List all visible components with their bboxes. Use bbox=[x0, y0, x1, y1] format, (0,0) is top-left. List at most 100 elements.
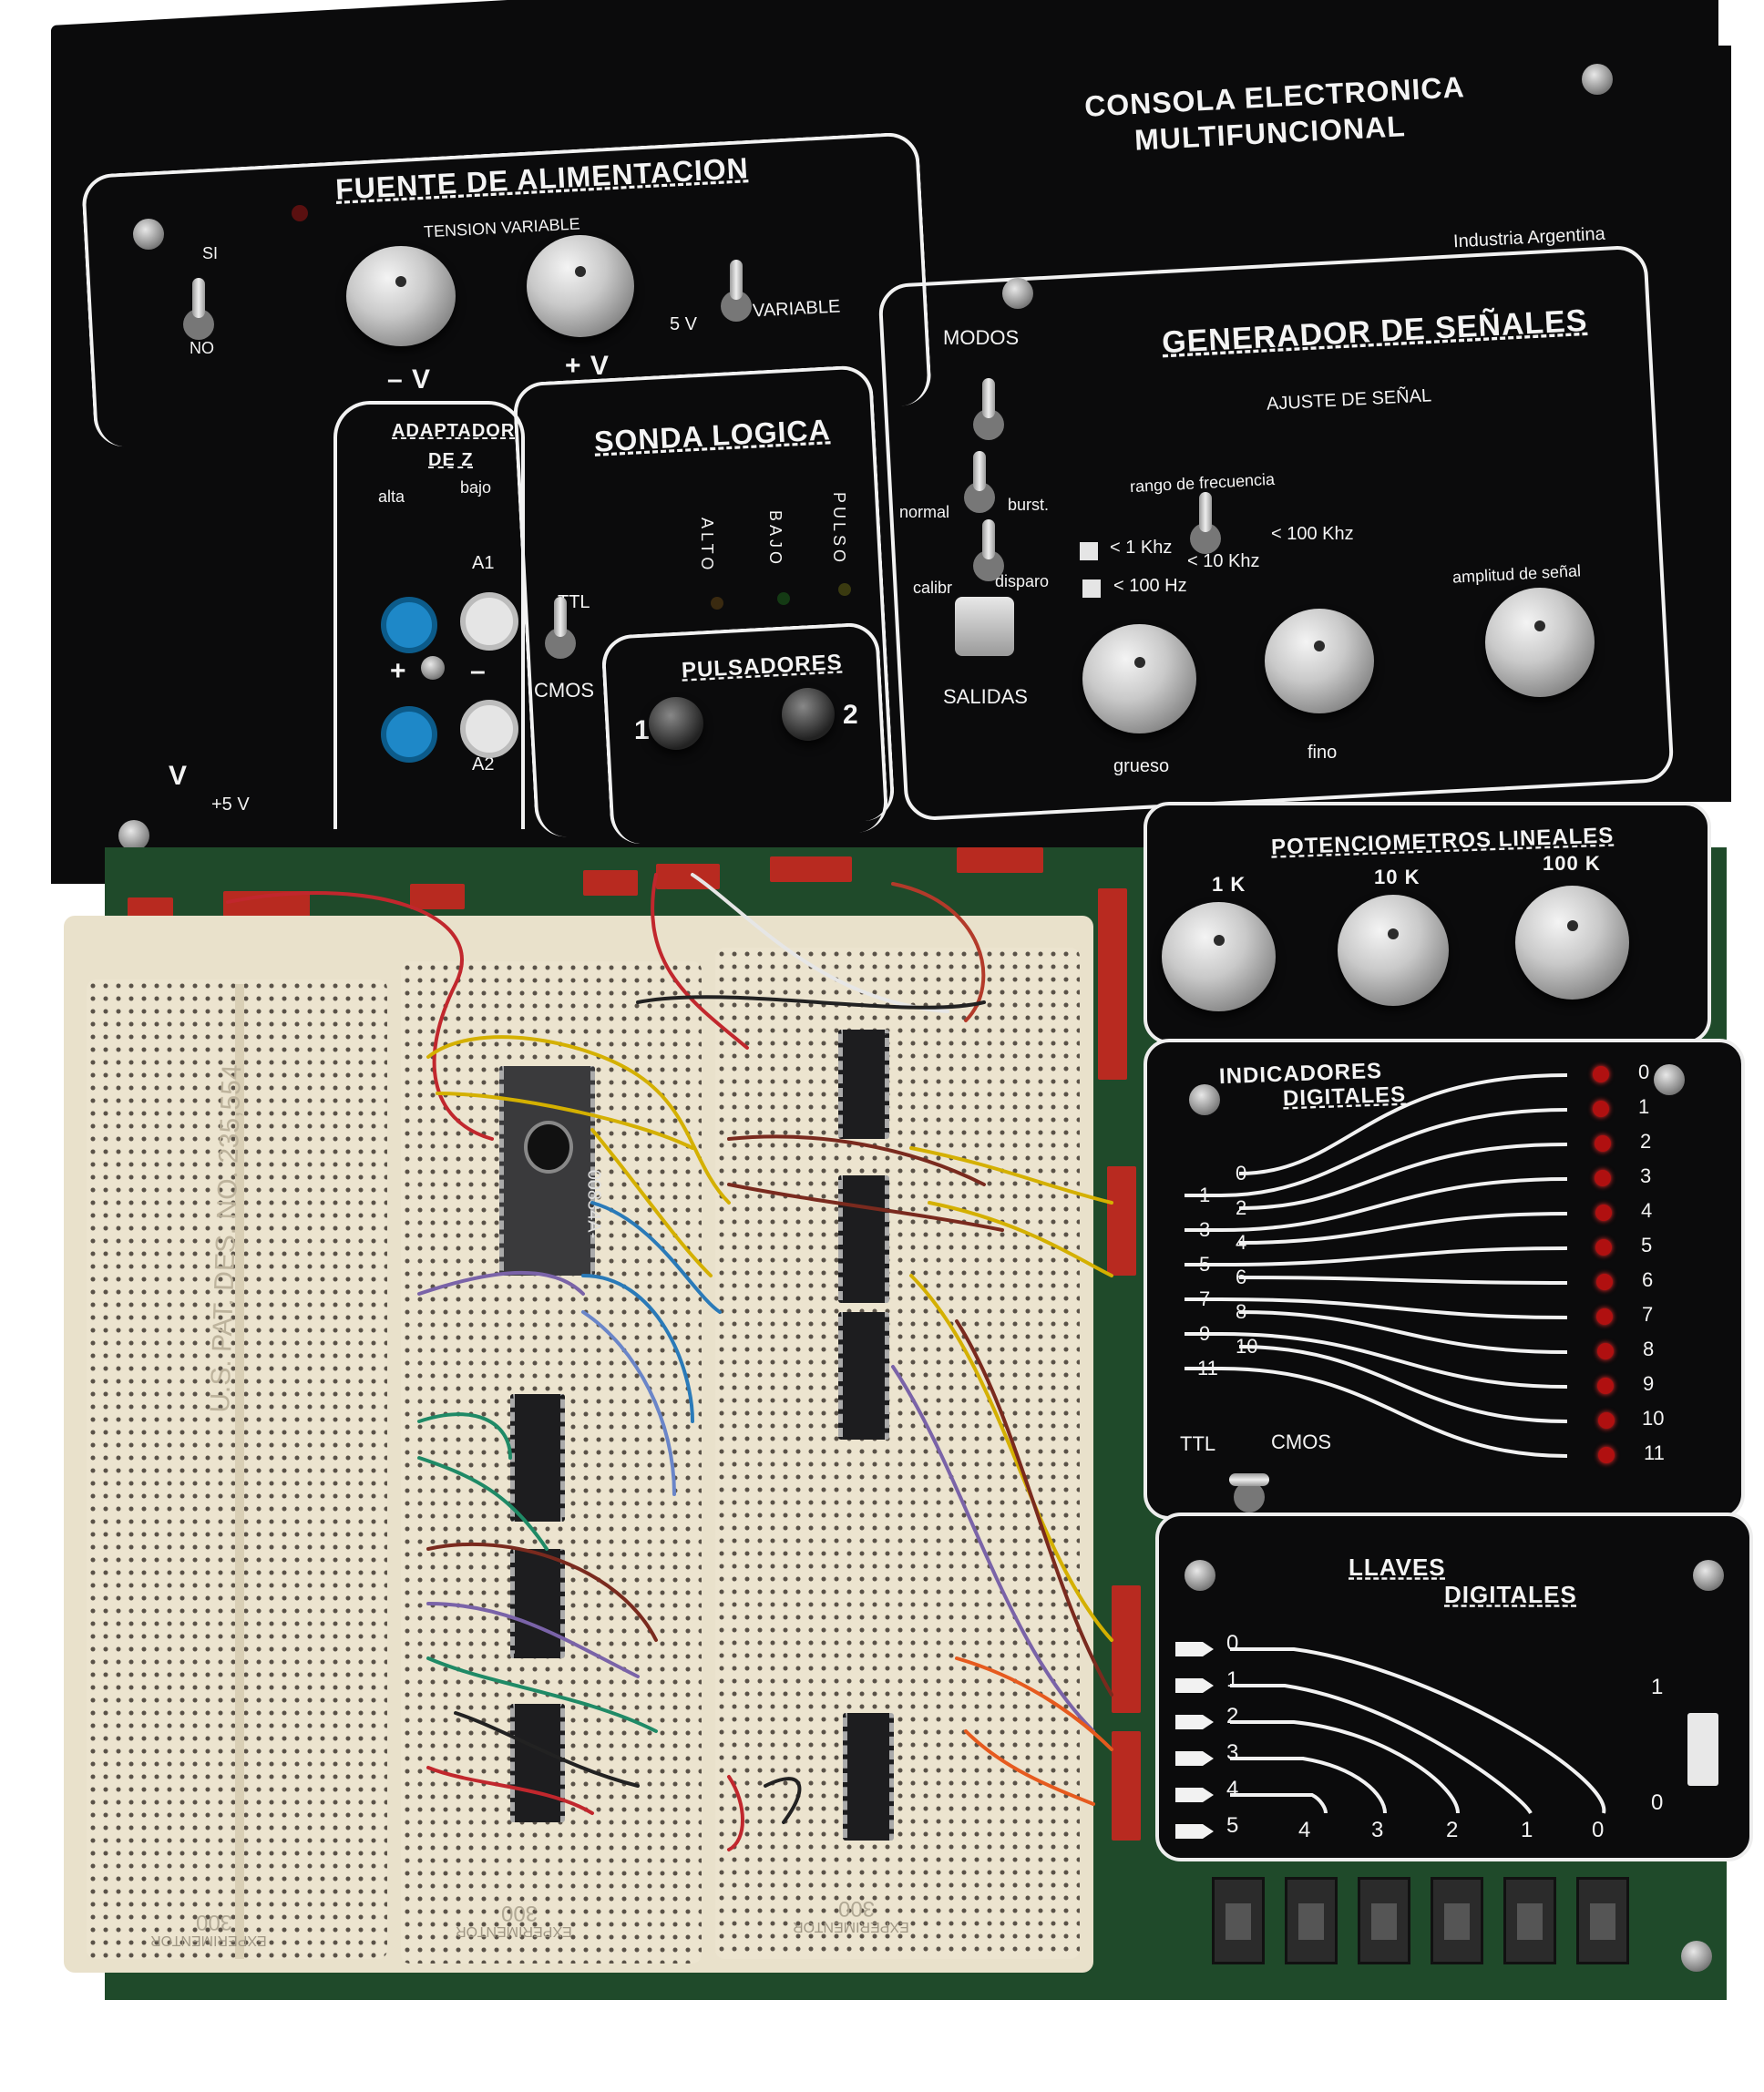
white-jack-a2[interactable] bbox=[460, 700, 518, 758]
key-input-2: 2 bbox=[1226, 1704, 1239, 1728]
indicator-led-4 bbox=[1595, 1205, 1612, 1221]
trigger-button[interactable] bbox=[955, 597, 1014, 656]
amplitude-knob[interactable] bbox=[1485, 588, 1595, 697]
probe-alto: ALTO bbox=[698, 518, 716, 574]
frequency-range-switch[interactable] bbox=[1190, 492, 1221, 554]
probe-pulso: PULSO bbox=[830, 492, 848, 567]
keys-traces bbox=[1175, 1642, 1606, 1839]
power-off-label: NO bbox=[190, 339, 214, 357]
header-connector bbox=[770, 856, 852, 882]
outputs-label: SALIDAS bbox=[943, 685, 1028, 708]
indicators-cmos: CMOS bbox=[1271, 1431, 1331, 1453]
probe-mode-switch[interactable] bbox=[545, 597, 576, 659]
coarse-frequency-knob[interactable] bbox=[1082, 624, 1196, 733]
bottom-plus5-label: +5 V bbox=[211, 795, 250, 815]
key-input-0: 0 bbox=[1226, 1631, 1239, 1656]
negative-voltage-knob[interactable] bbox=[346, 246, 456, 346]
key-input-1: 1 bbox=[1226, 1667, 1239, 1692]
breadboard-right bbox=[715, 948, 1080, 1959]
indicator-output-9: 9 bbox=[1643, 1372, 1655, 1395]
pot-1k-label: 1 K bbox=[1212, 873, 1246, 896]
pot-10k-knob[interactable] bbox=[1338, 895, 1449, 1006]
burst-mode-switch[interactable] bbox=[964, 451, 995, 513]
eprom-chip: 00834A- bbox=[499, 1066, 603, 1276]
pot-100k-label: 100 K bbox=[1543, 852, 1601, 875]
blue-jack-a2[interactable] bbox=[381, 706, 437, 763]
indicator-traces bbox=[1185, 1073, 1568, 1458]
screw-icon bbox=[1654, 1064, 1685, 1095]
indicators-mode-switch[interactable] bbox=[1229, 1451, 1269, 1513]
neg-voltage-label: – V bbox=[387, 364, 432, 395]
indicator-output-5: 5 bbox=[1641, 1234, 1653, 1256]
indicator-output-11: 11 bbox=[1644, 1441, 1665, 1464]
slide-switch-row bbox=[1212, 1877, 1649, 1968]
key-input-5: 5 bbox=[1226, 1813, 1239, 1838]
white-jack-a1[interactable] bbox=[460, 592, 518, 651]
adapter-bajo: bajo bbox=[460, 478, 492, 497]
adapter-alta: alta bbox=[378, 487, 405, 506]
eprom-window bbox=[524, 1121, 573, 1174]
ic-chip bbox=[510, 1549, 565, 1658]
side-connector bbox=[1112, 1731, 1141, 1841]
indicator-led-0 bbox=[1593, 1066, 1609, 1082]
pot-100k-knob[interactable] bbox=[1515, 886, 1629, 1000]
probe-alto-led bbox=[711, 597, 723, 610]
mode-burst: burst. bbox=[1008, 496, 1050, 514]
fine-frequency-knob[interactable] bbox=[1265, 609, 1374, 713]
indicator-led-5 bbox=[1595, 1239, 1612, 1256]
key-indicator-slider[interactable] bbox=[1687, 1713, 1718, 1786]
digital-key-switch-2[interactable] bbox=[1431, 1877, 1483, 1964]
indicator-led-8 bbox=[1597, 1343, 1614, 1359]
range-box-2 bbox=[1082, 579, 1101, 598]
adapter-title-2: DE Z bbox=[428, 450, 474, 470]
digital-key-switch-4[interactable] bbox=[1285, 1877, 1338, 1964]
ic-chip bbox=[838, 1175, 889, 1303]
indicator-output-10: 10 bbox=[1642, 1407, 1665, 1430]
adapter-a1: A1 bbox=[472, 553, 495, 573]
bottom-v-label: V bbox=[169, 761, 189, 791]
pushbutton-2[interactable] bbox=[782, 688, 835, 741]
blue-jack-a1[interactable] bbox=[381, 597, 437, 653]
key-switch-1-label: 1 bbox=[1651, 1675, 1664, 1699]
indicator-output-4: 4 bbox=[1641, 1199, 1653, 1222]
header-connector bbox=[583, 870, 638, 896]
indicator-led-11 bbox=[1598, 1447, 1615, 1463]
indicator-leds: 0 1 2 3 4 5 6 7 8 9 10 11 bbox=[1593, 1061, 1720, 1476]
indicator-led-1 bbox=[1593, 1101, 1609, 1117]
digital-key-switch-3[interactable] bbox=[1358, 1877, 1410, 1964]
range-100hz: < 100 Hz bbox=[1113, 576, 1187, 596]
ic-chip bbox=[838, 1030, 889, 1139]
key-output-3: 3 bbox=[1371, 1818, 1384, 1842]
screw-icon bbox=[1189, 1084, 1220, 1115]
key-input-3: 3 bbox=[1226, 1740, 1239, 1765]
key-input-4: 4 bbox=[1226, 1777, 1239, 1801]
trigger-switch[interactable] bbox=[973, 519, 1004, 581]
digital-key-switch-0[interactable] bbox=[1576, 1877, 1629, 1964]
probe-cmos: CMOS bbox=[534, 679, 594, 702]
screw-icon bbox=[118, 820, 149, 851]
coarse-label: grueso bbox=[1113, 756, 1170, 776]
screw-icon bbox=[1582, 64, 1613, 95]
header-connector bbox=[957, 847, 1043, 873]
screw-icon bbox=[1002, 278, 1033, 309]
ic-chip bbox=[510, 1704, 565, 1822]
indicator-output-2: 2 bbox=[1640, 1130, 1652, 1153]
breadboard-center-groove bbox=[235, 984, 244, 1959]
voltage-select-switch[interactable] bbox=[721, 260, 752, 322]
fine-label: fino bbox=[1308, 743, 1338, 763]
positive-voltage-knob[interactable] bbox=[527, 235, 634, 337]
key-output-0: 0 bbox=[1592, 1818, 1605, 1842]
mode-normal: normal bbox=[899, 503, 950, 521]
digital-key-switch-1[interactable] bbox=[1503, 1877, 1556, 1964]
probe-pulso-led bbox=[838, 583, 851, 596]
pushbutton-2-label: 2 bbox=[843, 700, 859, 730]
screw-icon bbox=[1681, 1941, 1712, 1972]
digital-key-switch-5[interactable] bbox=[1212, 1877, 1265, 1964]
pot-1k-knob[interactable] bbox=[1162, 902, 1276, 1011]
pushbutton-1[interactable] bbox=[649, 697, 703, 750]
pushbutton-1-label: 1 bbox=[634, 715, 651, 745]
adapter-title-1: ADAPTADOR bbox=[392, 421, 516, 441]
power-switch[interactable] bbox=[183, 278, 214, 340]
waveform-switch[interactable] bbox=[973, 378, 1004, 440]
ic-chip bbox=[510, 1394, 565, 1522]
